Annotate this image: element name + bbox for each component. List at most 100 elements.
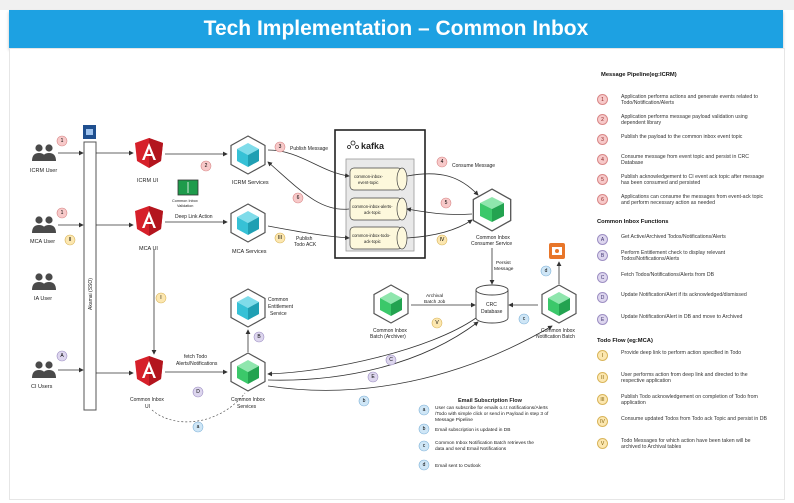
cube-service-icon [230,352,266,392]
topic-todo-label-1: common-inbox-todo- [352,233,391,238]
consume-message-label: Consume Message [452,163,495,169]
cube-service-icon [230,135,266,175]
topic-alerts-ack [349,197,408,221]
lock-shield-icon [83,125,96,139]
ci-ui-label-1: Common Inbox [130,397,164,403]
crc-label-2: Database [481,309,503,315]
email-item-c-2: data and send Email Notifications [435,446,507,452]
email-item-c-1: Common Inbox Notification Batch retrieve… [435,440,534,446]
email-flow-title: Email Subscription Flow [458,398,523,404]
entitlement-label-3: Service [270,311,287,317]
top-strip [0,0,794,10]
fetch-todo-label-1: fetch Todo [184,354,207,360]
email-item-b: Email subscription is updated in DB [435,427,510,433]
mca-services-label: MCA Services [232,249,267,255]
topic-event-label-1: common-inbox- [354,174,383,179]
badge-c: C [389,357,393,363]
badge-iv: IV [440,237,445,243]
badge-v: V [435,320,439,326]
topic-event-label-2: event-topic [358,180,378,185]
badge-1: 1 [61,138,64,144]
actor-icrm-user: ICRM User [30,168,57,174]
badge-c-email: c [523,316,526,322]
archival-job-label-1: Archival [426,293,443,299]
topic-todo-label-2: ack-topic [364,239,381,244]
badge-6: 6 [297,195,300,201]
icrm-services-label: ICRM Services [232,180,269,186]
users-icon [32,216,56,233]
slide-frame [9,48,785,500]
pipeline-title: Message Pipeline(eg:ICRM) [601,72,677,78]
badge-3: 3 [279,144,282,150]
badge-a-email: a [197,424,200,430]
angular-icon [135,138,163,168]
validation-label-1: Common Inbox [172,199,198,203]
cube-service-icon [230,288,266,328]
consumer-label-1: Common Inbox [476,235,510,241]
publish-todo-ack-label-2: Todo ACK [294,242,317,248]
persist-label-1: Persist [496,260,511,266]
kafka-logo-text: kafka [361,141,385,151]
email-flow-list: a User can subscribe for emails o.r.t no… [418,404,549,471]
badge-d: D [196,389,200,395]
cube-service-icon [373,284,409,324]
fetch-todo-label-2: Alerts/Notifications [176,361,218,367]
svg-text:c: c [423,443,426,449]
publish-message-label: Publish Message [290,146,328,152]
validation-label-2: Validation [177,204,193,208]
ci-services-label-1: Common Inbox [231,397,265,403]
badge-e: E [371,374,375,380]
users-icon [32,273,56,290]
archival-label-2: Batch (Archiver) [370,334,406,340]
angular-icon [135,206,163,236]
topic-alerts-label-2: ack-topic [364,210,381,215]
email-item-a-2: /Todo with simple click or send in Paylo… [435,411,549,417]
cube-service-icon [541,284,577,324]
crc-label-1: CRC [486,302,497,308]
actor-ci-users: CI Users [31,384,53,390]
badge-5: 5 [445,200,448,206]
functions-title: Common Inbox Functions [597,219,669,225]
archival-label-1: Common Inbox [373,328,407,334]
akamai-gateway-bar [83,141,97,411]
actor-mca-user: MCA User [30,239,55,245]
actor-ia-user: IA User [34,296,52,302]
icrm-ui-label: ICRM UI [137,178,159,184]
svg-text:d: d [423,462,426,468]
book-icon [177,179,199,196]
email-item-d: Email sent to Outlook [435,463,481,469]
svg-text:a: a [423,407,426,413]
badge-d-email: d [545,268,548,274]
cube-service-icon [230,203,266,243]
consumer-label-2: Consumer Service [471,241,512,247]
slide-title: Tech Implementation – Common Inbox [9,10,783,48]
ci-services-label-2: Services [237,404,257,410]
badge-2: 2 [205,163,208,169]
badge-iii: III [278,235,282,241]
email-item-a-1: User can subscribe for emails o.r.t noti… [435,405,548,411]
kafka-logo-icon [347,140,359,149]
badge-1-mca: 1 [61,210,64,216]
badge-b-email: b [363,398,366,404]
mca-ui-label: MCA UI [139,246,158,252]
badge-i: I [160,295,161,301]
badge-a: A [60,353,64,359]
todo-title: Todo Flow (eg:MCA) [597,338,653,344]
topic-event [349,167,408,191]
akamai-gateway-label: Akamai (SSO) [88,278,94,310]
cube-service-icon [472,188,512,232]
entitlement-label-2: Entitlement [268,304,294,310]
publish-todo-ack-label-1: Publish [296,236,313,242]
topic-todo-ack [349,226,408,250]
users-icon [32,144,56,161]
users-icon [32,361,56,378]
outlook-icon [549,243,565,259]
persist-label-2: Message [494,266,514,272]
database-cylinder-icon [475,284,509,324]
angular-icon [135,356,163,386]
ci-ui-label-2: UI [145,404,150,410]
